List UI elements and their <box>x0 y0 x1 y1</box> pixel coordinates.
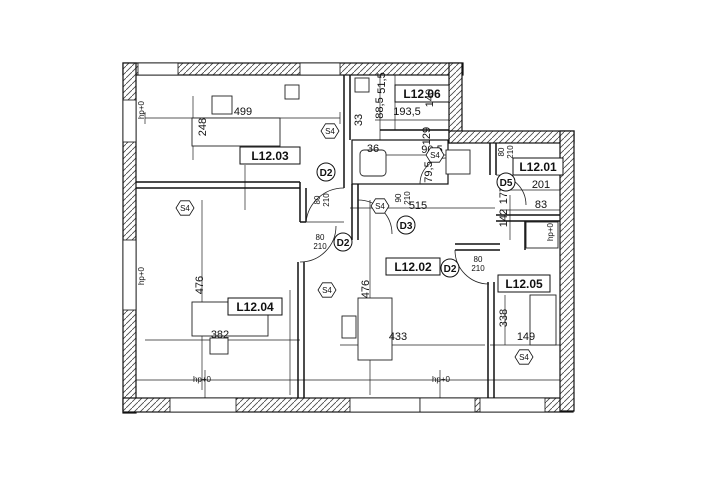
dimension-label: 382 <box>211 329 229 341</box>
height-tag: hp+0 <box>546 222 555 241</box>
door-label: D2 <box>337 238 350 249</box>
room-label-l12.04: L12.04 <box>236 300 274 314</box>
height-tag: hp+0 <box>193 375 212 384</box>
sink <box>445 149 471 175</box>
section-marker <box>175 200 195 216</box>
room-label-l12.03: L12.03 <box>251 149 289 163</box>
door-size-label: 90210 <box>394 191 412 205</box>
room-label-l12.06: L12.06 <box>403 87 441 101</box>
room-label-l12.01: L12.01 <box>519 160 557 174</box>
room-box-l12.04 <box>227 297 283 316</box>
section-tag: S4 <box>325 127 335 136</box>
dimension-label: 33 <box>353 114 365 126</box>
section-marker <box>317 282 337 298</box>
dimension-label: 142 <box>498 209 510 227</box>
windows <box>122 62 546 413</box>
section-marker <box>514 349 534 365</box>
room-label-l12.02: L12.02 <box>394 260 432 274</box>
dimension-label: 338 <box>498 309 510 327</box>
height-tag: hp+0 <box>137 266 146 285</box>
chair-l1202 <box>341 315 357 339</box>
section-tag: S4 <box>180 204 190 213</box>
bin-l1203 <box>284 84 300 100</box>
section-tag: S4 <box>375 202 385 211</box>
dimension-label: 83 <box>535 199 547 211</box>
door-label: D5 <box>500 178 513 189</box>
room-box-l12.06 <box>394 84 450 103</box>
height-tag: hp+0 <box>432 375 451 384</box>
room-box-l12.01 <box>512 157 564 176</box>
cabinet-l1205 <box>529 294 557 346</box>
dimension-label: 201 <box>532 179 550 191</box>
height-tag: hp+0 <box>137 100 146 119</box>
door-size-label: 80210 <box>313 193 331 207</box>
door-marker <box>440 258 460 278</box>
section-tag: S4 <box>322 286 332 295</box>
dimension-label: 140 <box>424 89 436 107</box>
door-marker <box>496 172 516 192</box>
dimension-label: 499 <box>234 106 252 118</box>
section-marker <box>320 123 340 139</box>
dimension-label: 476 <box>194 276 206 294</box>
chair-l1204 <box>209 337 229 355</box>
dimension-label: 36 <box>367 143 379 155</box>
door-marker <box>333 232 353 252</box>
desk-l1203 <box>191 117 281 147</box>
dimension-label: 248 <box>197 118 209 136</box>
dimension-label: 51,5 <box>376 72 388 93</box>
room-box-l12.05 <box>497 274 551 293</box>
room-box-l12.03 <box>239 146 301 165</box>
section-marker <box>370 198 390 214</box>
boiler-l1201 <box>525 221 559 249</box>
dimension-label: 476 <box>360 280 372 298</box>
section-tag: S4 <box>519 353 529 362</box>
dimension-label: 129 <box>421 127 433 145</box>
room-label-l12.05: L12.05 <box>505 277 543 291</box>
dimension-label: 149 <box>517 331 535 343</box>
room-box-l12.02 <box>385 257 441 276</box>
door-marker <box>316 162 336 182</box>
furniture <box>191 77 559 361</box>
dimension-label: 79,5 <box>423 161 435 182</box>
dimension-label: 193,5 <box>393 106 421 118</box>
door-label: D3 <box>400 221 413 232</box>
door-marker <box>396 215 416 235</box>
door-label: D2 <box>320 168 333 179</box>
door-label: D2 <box>444 264 457 275</box>
section-tag: S4 <box>430 151 440 160</box>
inner-walls <box>136 75 560 398</box>
fixture <box>354 77 370 93</box>
desk-l1202 <box>357 297 393 361</box>
dimension-label: 433 <box>389 331 407 343</box>
chair-l1203 <box>211 95 233 115</box>
dimension-label: 88,5 <box>374 97 386 118</box>
dimension-label: 515 <box>409 200 427 212</box>
door-size-label: 80210 <box>497 145 515 159</box>
section-marker <box>425 147 445 163</box>
toilet <box>359 149 387 177</box>
